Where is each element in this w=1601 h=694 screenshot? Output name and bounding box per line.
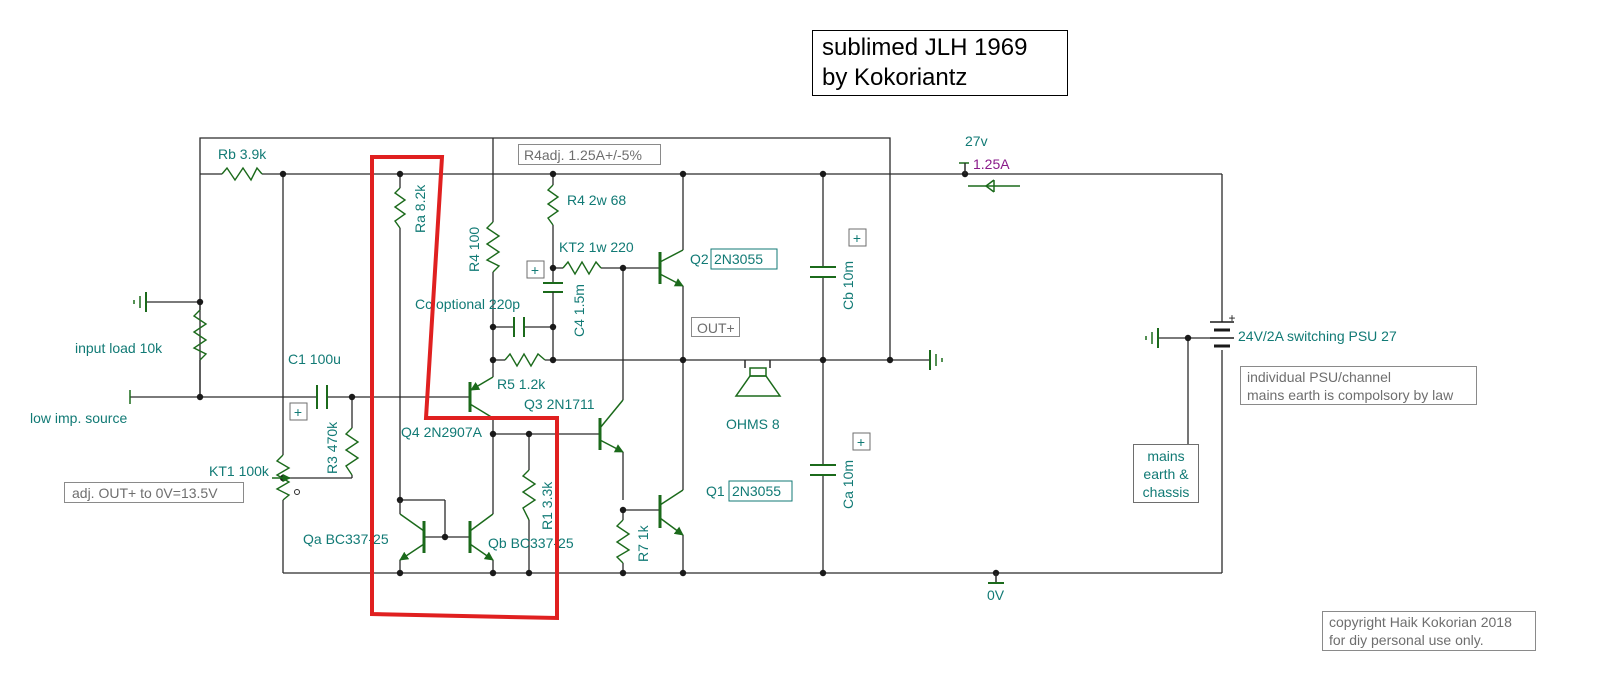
capacitors	[316, 266, 836, 476]
label-q2-part: 2N3055	[714, 251, 763, 267]
resistor-r5	[504, 352, 546, 368]
ground-icon-0v	[988, 573, 1004, 584]
label-psu: 24V/2A switching PSU 27	[1238, 328, 1397, 344]
plus-sign: +	[853, 230, 861, 246]
transistor-qa	[399, 513, 426, 561]
psu-plus-sign: +	[1228, 311, 1235, 325]
label-ohms: OHMS 8	[726, 416, 780, 432]
note-adj-text: adj. OUT+ to 0V=13.5V	[72, 485, 218, 501]
label-r4-100: R4 100	[466, 227, 482, 272]
note-out-plus-text: OUT+	[697, 320, 735, 336]
note-r4adj-text: R4adj. 1.25A+/-5%	[524, 147, 642, 163]
resistor-r1	[521, 469, 537, 521]
note-individual-psu-line-1: individual PSU/channel	[1247, 369, 1391, 385]
label-cb: Cb 10m	[840, 261, 856, 310]
note-mains-earth: mains earth & chassis	[1133, 444, 1199, 503]
junction-dots	[196, 170, 1192, 577]
label-q1-part: 2N3055	[732, 483, 781, 499]
note-mains-line-2: earth &	[1143, 466, 1189, 482]
current-arrow-icon	[968, 179, 1020, 193]
ground-icon-input	[133, 292, 147, 312]
note-mains-line-1: mains	[1147, 448, 1185, 464]
ground-icon-psu	[1145, 328, 1159, 348]
note-copyright: copyright Haik Kokorian 2018 for diy per…	[1322, 611, 1536, 651]
label-r4-2w: R4 2w 68	[567, 192, 626, 208]
label-q2: Q2	[690, 251, 709, 267]
resistor-r4-100	[485, 221, 501, 273]
note-out-plus: OUT+	[691, 317, 740, 337]
label-cc: Cc optional 220p	[415, 296, 520, 312]
label-c1: C1 100u	[288, 351, 341, 367]
plus-sign: +	[294, 404, 302, 420]
note-copyright-line-1: copyright Haik Kokorian 2018	[1329, 614, 1512, 630]
polarity-marker-labels: + + + + +	[294, 230, 1236, 450]
label-qb: Qb BC337-25	[488, 535, 574, 551]
transistor-q1	[658, 489, 684, 536]
transistor-q3	[598, 399, 624, 453]
plus-sign: +	[531, 262, 539, 278]
label-ca: Ca 10m	[840, 460, 856, 509]
label-c4: C4 1.5m	[571, 284, 587, 337]
label-current: 1.25A	[973, 156, 1010, 172]
label-input-load: input load 10k	[75, 340, 163, 356]
resistor-kt2	[562, 260, 602, 276]
resistor-ra	[393, 187, 407, 229]
ground-icon-output	[929, 350, 943, 370]
kt1-terminal	[294, 489, 300, 495]
part-box-q1	[728, 480, 793, 502]
wires	[130, 137, 1223, 574]
label-kt2: KT2 1w 220	[559, 239, 634, 255]
label-rb: Rb 3.9k	[218, 146, 267, 162]
transistor-q2	[658, 249, 684, 287]
label-r7: R7 1k	[635, 524, 651, 562]
label-low-imp-source: low imp. source	[30, 410, 127, 426]
resistor-r7	[615, 519, 631, 564]
polarity-markers	[289, 228, 871, 451]
label-q4: Q4 2N2907A	[401, 424, 483, 440]
label-kt1: KT1 100k	[209, 463, 270, 479]
note-individual-psu-line-2: mains earth is compolsory by law	[1247, 387, 1454, 403]
battery-icon	[1210, 321, 1234, 348]
label-0v: 0V	[987, 587, 1005, 603]
label-27v: 27v	[965, 133, 988, 149]
note-individual-psu: individual PSU/channel mains earth is co…	[1240, 366, 1477, 405]
title-line-2: by Kokoriantz	[822, 64, 968, 91]
label-ra: Ra 8.2k	[412, 184, 428, 233]
transistor-qb	[468, 513, 494, 561]
note-adj: adj. OUT+ to 0V=13.5V	[64, 482, 244, 503]
resistor-r3	[344, 427, 360, 476]
label-r1: R1 3.3k	[539, 481, 555, 530]
label-q3: Q3 2N1711	[524, 396, 595, 412]
highlight-outline	[370, 155, 559, 621]
label-q1: Q1	[706, 483, 725, 499]
component-labels: Rb 3.9k input load 10k C1 100u low imp. …	[30, 133, 1397, 603]
transistors	[399, 249, 684, 561]
label-r3: R3 470k	[324, 421, 340, 474]
resistor-r4-2w	[546, 184, 560, 226]
note-copyright-line-2: for diy personal use only.	[1329, 632, 1484, 648]
label-r5: R5 1.2k	[497, 376, 546, 392]
part-box-q2	[710, 248, 778, 270]
resistor-rb	[221, 166, 263, 182]
resistor-input-load	[192, 309, 208, 361]
note-r4adj: R4adj. 1.25A+/-5%	[518, 144, 661, 165]
plus-sign: +	[857, 434, 865, 450]
title-box: sublimed JLH 1969 by Kokoriantz	[812, 30, 1068, 96]
speaker-icon	[734, 360, 782, 397]
transistor-q4	[468, 376, 494, 419]
resistors	[192, 166, 631, 564]
title-line-1: sublimed JLH 1969	[822, 34, 1028, 61]
note-mains-line-3: chassis	[1142, 484, 1190, 500]
label-qa: Qa BC337-25	[303, 531, 389, 547]
ground-symbols	[129, 162, 1159, 584]
